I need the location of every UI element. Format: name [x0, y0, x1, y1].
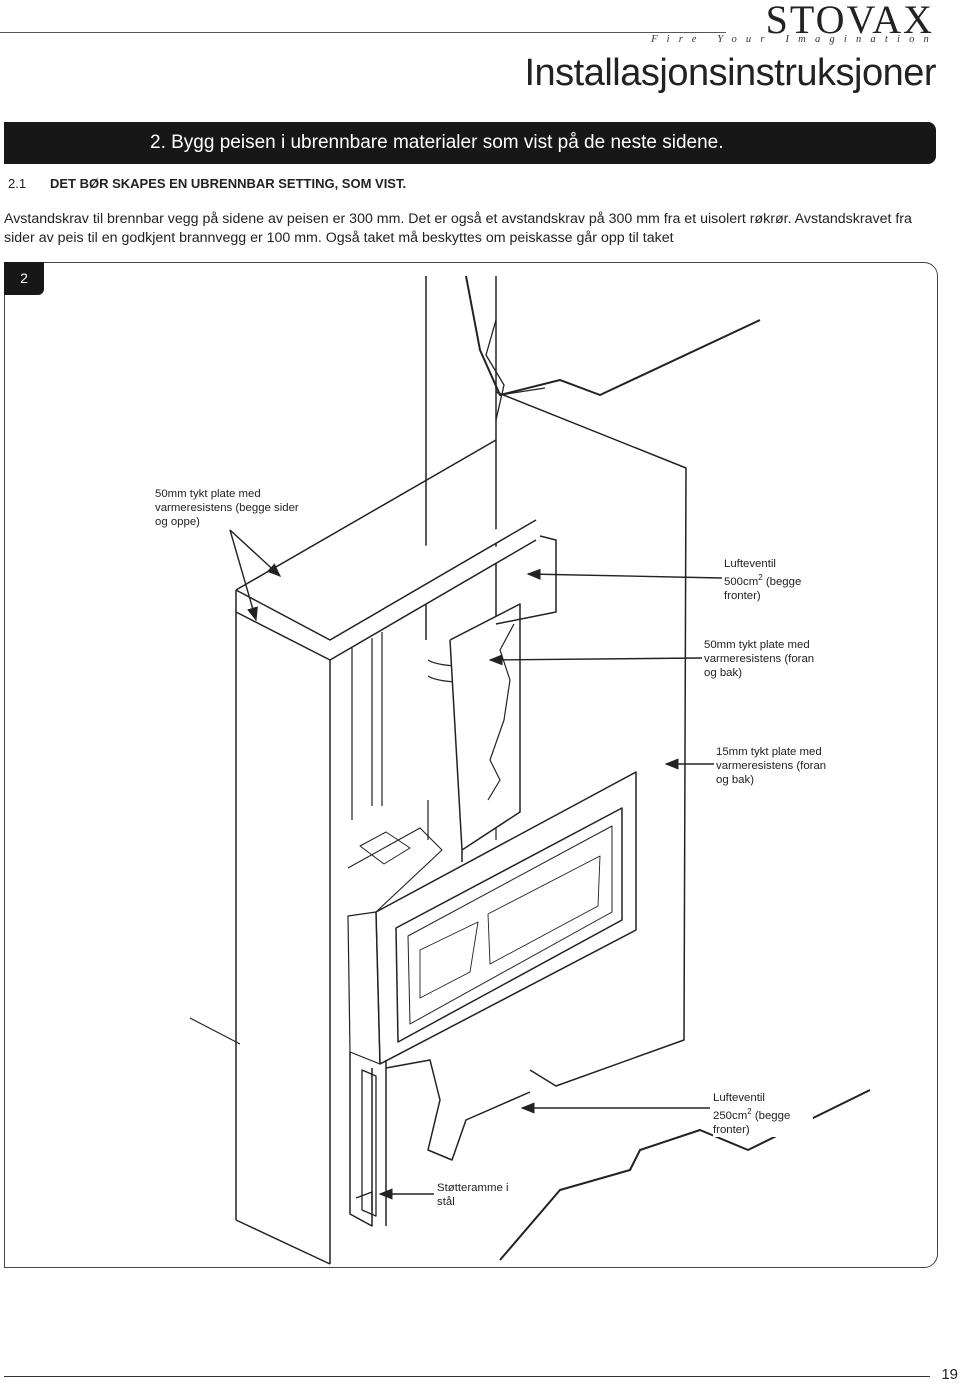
leader-plate-sides-2	[229, 529, 258, 622]
ceiling-break-line	[465, 275, 761, 396]
front-upper-plate	[449, 603, 521, 862]
callout-vent-250-area: 250cm	[713, 1109, 748, 1122]
leader-plate-sides-1	[229, 529, 282, 577]
header-rule	[0, 32, 726, 33]
lower-panel	[349, 1052, 387, 1227]
callout-vent-250-sup: 2	[747, 1107, 752, 1116]
section-title: DET BØR SKAPES EN UBRENNBAR SETTING, SOM…	[50, 176, 407, 191]
callout-vent-500-area: 500cm	[724, 575, 759, 588]
footer-rule	[4, 1376, 930, 1377]
brand-logo: STOVAX	[765, 0, 934, 42]
vent-250-outline	[385, 1059, 531, 1161]
step-banner-text: 2. Bygg peisen i ubrennbare materialer s…	[150, 132, 724, 153]
support-frame	[355, 1069, 377, 1217]
section-body: Avstandskrav til brennbar vegg på sidene…	[4, 211, 912, 246]
callout-plate-15-front: 15mm tykt plate med varmeresistens (fora…	[716, 745, 834, 787]
callout-vent-250-suffix: (begge	[751, 1109, 791, 1122]
floor-break-line	[499, 1089, 871, 1261]
callout-plate-50-front: 50mm tykt plate med varmeresistens (fora…	[704, 638, 822, 680]
page-number: 19	[941, 1366, 958, 1383]
callout-vent-500-line1: Lufteventil	[724, 558, 776, 570]
callout-vent-500-suffix: (begge	[762, 575, 802, 588]
callout-plate-50-sides: 50mm tykt plate med varmeresistens (begg…	[155, 487, 305, 529]
section-number: 2.1	[8, 176, 27, 191]
callout-vent-500-line3: fronter)	[724, 589, 761, 602]
callout-vent-250-line1: Lufteventil	[713, 1092, 765, 1104]
step-banner	[4, 122, 936, 164]
callout-support-frame: Støtteramme i stål	[437, 1181, 519, 1209]
stove-glass-frame	[395, 807, 623, 1043]
chimney-breast-outline	[495, 391, 687, 1087]
figure-number-tab	[4, 262, 44, 295]
callout-vent-250-line2: 250cm2 (begge	[713, 1105, 813, 1123]
callout-vent-500-sup: 2	[758, 573, 763, 582]
page-title: Installasjonsinstruksjoner	[524, 52, 936, 94]
callout-vent-500-line2: 500cm2 (begge	[724, 571, 824, 589]
callout-vent-250-line3: fronter)	[713, 1123, 750, 1136]
left-side-panel	[235, 612, 331, 1265]
vent-500-outline	[495, 535, 557, 625]
leader-plate-50-front	[488, 654, 703, 666]
brand-tagline: Fire Your Imagination	[651, 34, 938, 45]
figure-number: 2	[20, 270, 28, 286]
callout-vent-500: Lufteventil 500cm2 (begge fronter)	[724, 557, 824, 603]
leader-vent-500	[526, 568, 723, 580]
figure-frame	[4, 262, 938, 1268]
callout-vent-250: Lufteventil 250cm2 (begge fronter)	[713, 1091, 813, 1137]
